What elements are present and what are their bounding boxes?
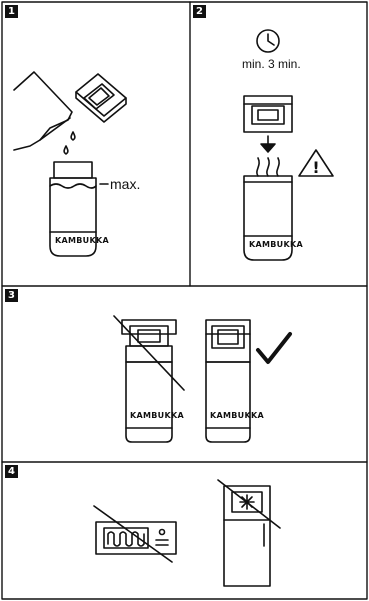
panel-number-4: 4 — [5, 465, 18, 478]
down-arrow-icon — [261, 136, 275, 152]
lid-held — [244, 96, 292, 132]
freezer-icon — [218, 480, 280, 586]
checkmark-icon — [258, 334, 290, 362]
bottle-2-brand: KAMBUKKA — [249, 240, 303, 249]
max-fill-label: max. — [110, 176, 140, 192]
bottle-3b-brand: KAMBUKKA — [210, 411, 264, 420]
panel-number-1: 1 — [5, 5, 18, 18]
bottle-3a-brand: KAMBUKKA — [130, 411, 184, 420]
kettle-spout — [14, 72, 72, 150]
steam-icon — [257, 158, 279, 176]
panel-number-3: 3 — [5, 289, 18, 302]
bottle-1-brand: KAMBUKKA — [55, 236, 109, 245]
bottle-3-upright — [206, 320, 250, 442]
microwave-icon — [94, 506, 176, 562]
tilted-lid — [76, 74, 126, 122]
warning-symbol: ! — [312, 158, 319, 177]
snowflake-icon — [240, 495, 254, 509]
bottle-3-upside-down — [114, 316, 184, 442]
panel-number-2: 2 — [193, 5, 206, 18]
clock-icon — [257, 30, 279, 52]
steep-time-label: min. 3 min. — [242, 57, 301, 71]
water-drop-icon — [64, 132, 75, 154]
